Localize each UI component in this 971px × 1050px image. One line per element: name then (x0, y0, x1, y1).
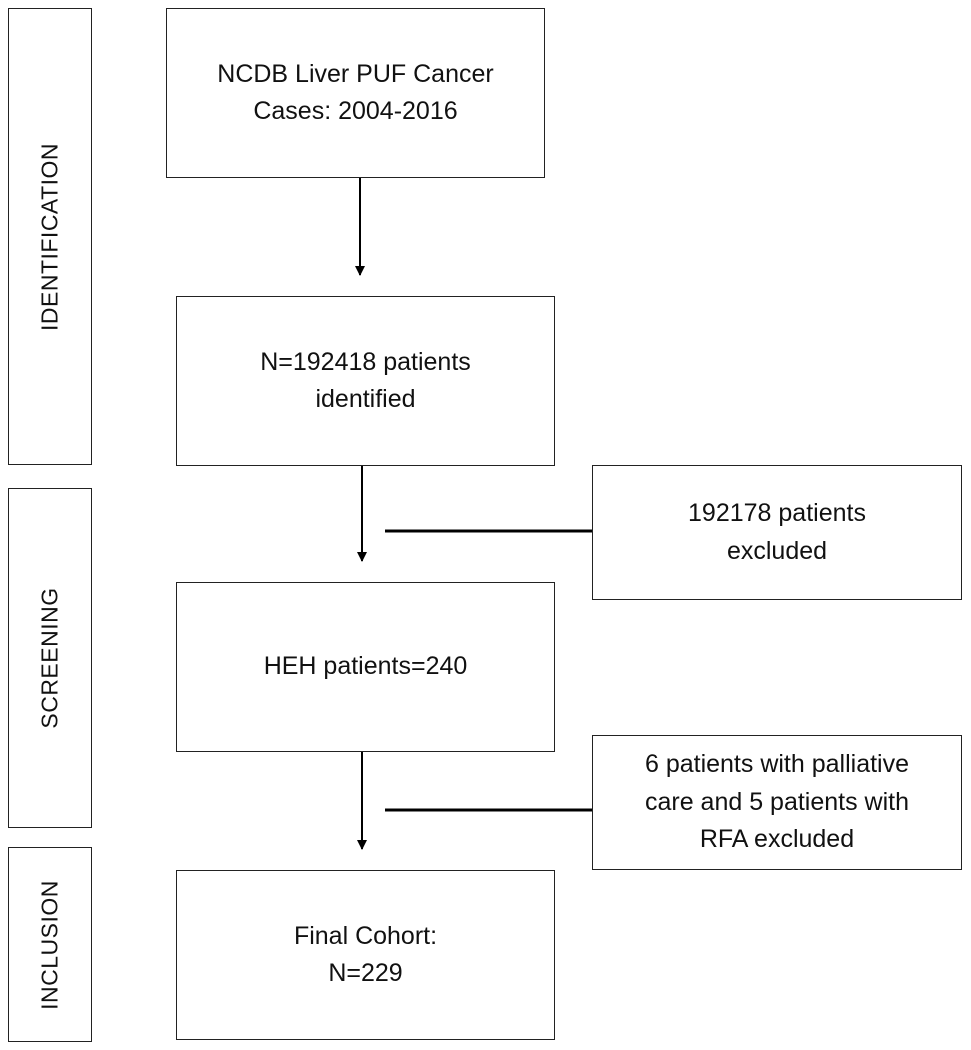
excluded-box-1-text: 192178 patients excluded (688, 499, 866, 565)
final-cohort-box-text: Final Cohort: N=229 (293, 921, 438, 988)
screened-box: HEH patients=240 (176, 582, 555, 752)
source-box: NCDB Liver PUF Cancer Cases: 2004-2016 (166, 8, 545, 178)
screened-box-text: HEH patients=240 (263, 652, 468, 681)
excluded-box-2: 6 patients with palliative care and 5 pa… (592, 735, 962, 870)
final-cohort-box: Final Cohort: N=229 (176, 870, 555, 1040)
phase-inclusion: INCLUSION (8, 847, 92, 1042)
excluded-box-2-text: 6 patients with palliative care and 5 pa… (644, 750, 910, 854)
identified-box: N=192418 patients identified (176, 296, 555, 466)
phase-identification: IDENTIFICATION (8, 8, 92, 465)
identified-box-text: N=192418 patients identified (260, 347, 471, 414)
source-box-text: NCDB Liver PUF Cancer Cases: 2004-2016 (217, 59, 494, 126)
phase-screening: SCREENING (8, 488, 92, 828)
excluded-box-1: 192178 patients excluded (592, 465, 962, 600)
